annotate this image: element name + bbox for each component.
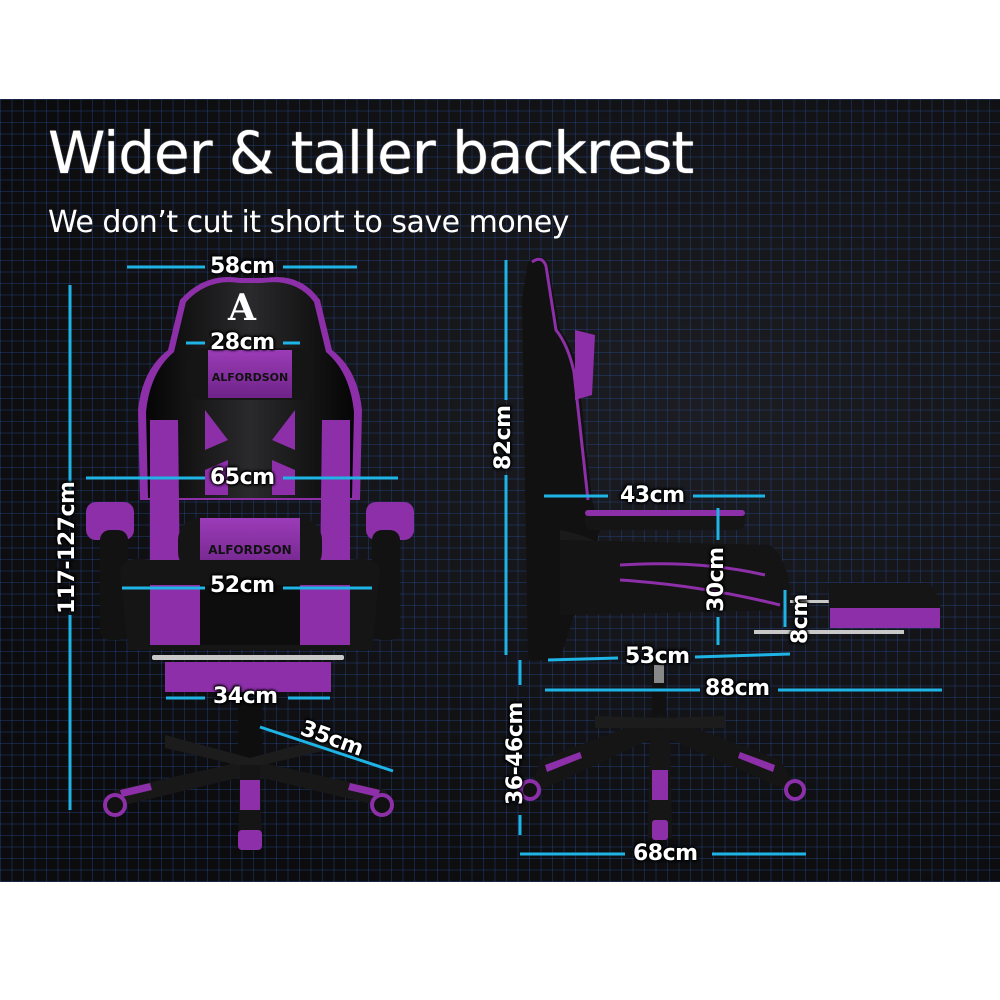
dim-seat-width: 52cm [210, 573, 275, 598]
page-subtitle: We don’t cut it short to save money [48, 205, 569, 240]
dim-seat-footrest-depth: 53cm [625, 644, 690, 669]
dim-seat-depth: 43cm [620, 483, 685, 508]
brand-logo-icon: A [227, 287, 257, 329]
lumbar-brand-text: ALFORDSON [208, 543, 291, 557]
side-chair [519, 257, 940, 840]
dim-seat-height: 36-46cm [503, 702, 528, 805]
grid-background-panel [0, 99, 1000, 882]
dim-headrest-pillow-width: 28cm [210, 330, 275, 355]
dim-backrest-height: 82cm [491, 405, 516, 470]
dim-backrest-top-width: 58cm [210, 254, 275, 279]
dim-backrest-width: 65cm [210, 465, 275, 490]
page-title: Wider & taller backrest [48, 119, 694, 187]
dim-base-diameter: 68cm [633, 841, 698, 866]
dim-footrest-width: 34cm [213, 684, 278, 709]
headrest-brand-text: ALFORDSON [212, 371, 288, 384]
front-chair [86, 276, 414, 850]
dim-armrest-height: 30cm [704, 547, 729, 612]
dimension-lines [68, 260, 942, 856]
dim-footrest-thickness: 8cm [788, 594, 813, 644]
dim-overall-height: 117-127cm [55, 481, 80, 614]
dim-overall-depth: 88cm [705, 676, 770, 701]
